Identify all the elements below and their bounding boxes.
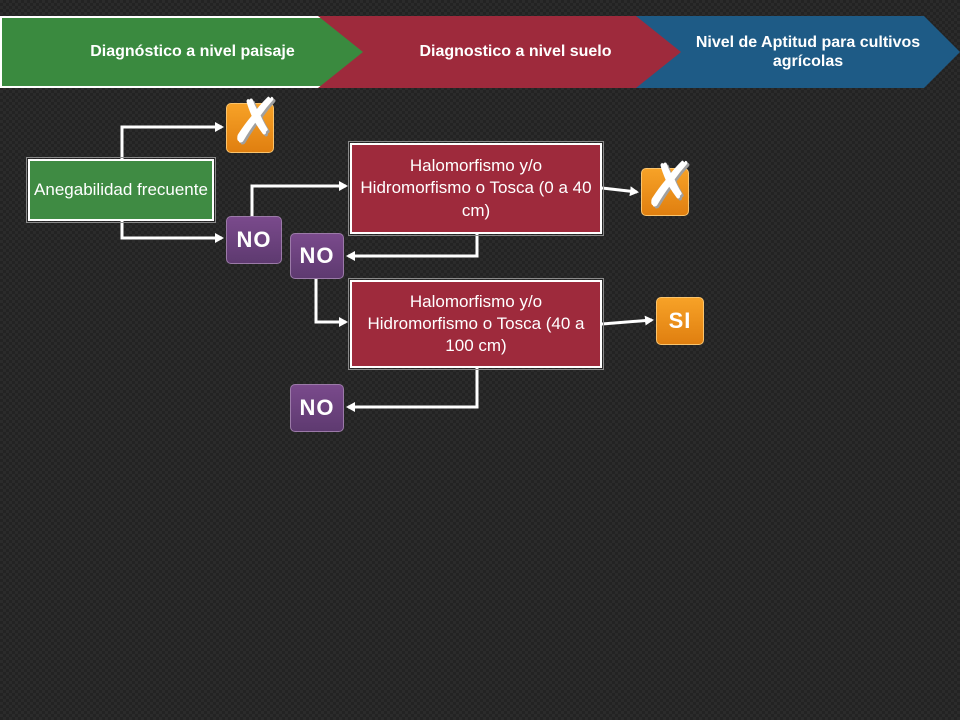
decision-box-0-40cm-label: Halomorfismo y/o Hidromorfismo o Tosca (…	[360, 156, 592, 220]
x-mark-icon: ✗	[230, 84, 282, 157]
step-aptitude-label: Nivel de Aptitud para cultivos agrícolas	[695, 33, 921, 70]
step-aptitude-level: Nivel de Aptitud para cultivos agrícolas	[636, 16, 960, 88]
arrow-decision2-to-no	[346, 368, 479, 412]
si-badge: SI	[656, 297, 704, 345]
no-badge-3-label: NO	[299, 395, 335, 420]
arrow-no-to-decision2	[314, 279, 348, 327]
step-soil-diagnosis: Diagnostico a nivel suelo	[318, 16, 683, 88]
reject-badge-1	[226, 103, 274, 153]
arrow-decision2-to-si	[601, 315, 654, 326]
x-mark-icon: ✗	[644, 148, 696, 221]
no-badge-3: NO	[290, 384, 344, 432]
si-badge-label: SI	[668, 308, 692, 333]
arrow-start-to-no	[120, 221, 224, 243]
start-box-label: Anegabilidad frecuente	[34, 179, 208, 199]
step-landscape-label: Diagnóstico a nivel paisaje	[90, 43, 295, 61]
no-badge-2-label: NO	[299, 243, 335, 268]
no-badge-2: NO	[290, 233, 344, 279]
no-badge-1-label: NO	[236, 227, 272, 252]
start-box-anegabilidad: Anegabilidad frecuente	[26, 157, 216, 223]
no-badge-1: NO	[226, 216, 282, 264]
step-soil-label: Diagnostico a nivel suelo	[419, 43, 612, 61]
arrow-start-to-reject	[120, 122, 224, 159]
step-landscape-diagnosis: Diagnóstico a nivel paisaje	[0, 16, 365, 88]
arrow-decision1-to-no	[346, 234, 479, 261]
arrow-decision1-to-reject	[601, 186, 639, 197]
decision-box-40-100cm: Halomorfismo y/o Hidromorfismo o Tosca (…	[348, 278, 604, 370]
reject-badge-2	[641, 168, 689, 216]
decision-box-40-100cm-label: Halomorfismo y/o Hidromorfismo o Tosca (…	[367, 291, 585, 356]
decision-box-0-40cm: Halomorfismo y/o Hidromorfismo o Tosca (…	[348, 141, 604, 236]
arrow-no-to-decision1	[250, 181, 348, 216]
